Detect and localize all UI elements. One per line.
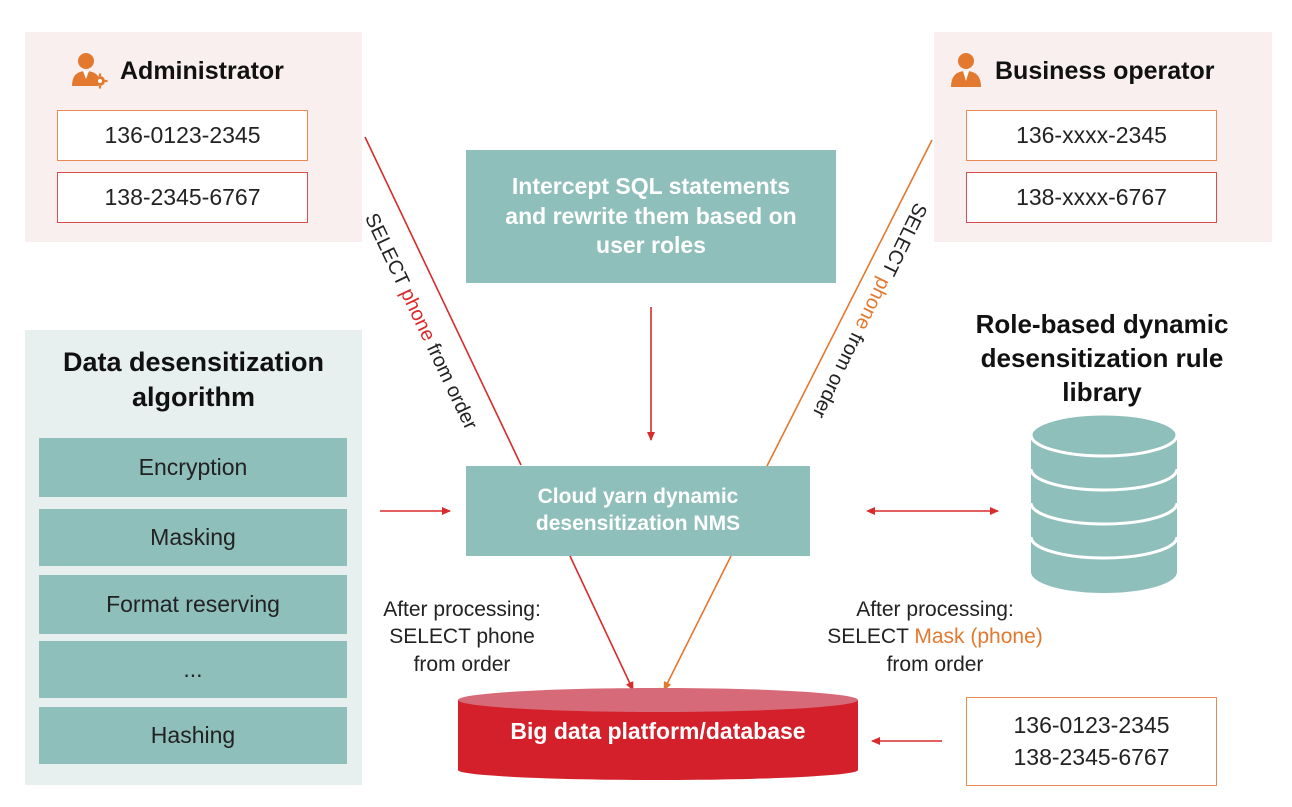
rule-library-database-icon <box>1029 412 1179 593</box>
after-processing-right: After processing: SELECT Mask (phone) fr… <box>827 598 1043 676</box>
algorithm-item-format-reserving: Format reserving <box>39 575 347 634</box>
algorithm-title: Data desensitization algorithm <box>62 347 325 413</box>
admin-phone-1: 136-0123-2345 <box>57 110 308 161</box>
operator-query-line <box>766 139 933 467</box>
database-phone-1: 136-0123-2345 <box>1013 712 1170 739</box>
nms-to-db-red-arrow <box>569 555 634 691</box>
database-phone-2: 138-2345-6767 <box>1013 743 1170 770</box>
admin-query-line <box>364 136 522 466</box>
business-operator-title: Business operator <box>995 56 1215 85</box>
admin-phone-2: 138-2345-6767 <box>57 172 308 223</box>
algorithm-item-hashing: Hashing <box>39 707 347 764</box>
intercept-sql-box: Intercept SQL statements and rewrite the… <box>466 150 836 283</box>
algorithm-item-masking: Masking <box>39 509 347 566</box>
operator-phone-2: 138-xxxx-6767 <box>966 172 1217 223</box>
nms-to-db-orange-arrow <box>663 555 732 691</box>
after-processing-left: After processing: SELECT phone from orde… <box>383 598 541 676</box>
database-label: Big data platform/database <box>510 718 806 744</box>
administrator-title: Administrator <box>120 56 284 85</box>
admin-user-gear-icon <box>72 53 108 89</box>
algorithm-item-encryption: Encryption <box>39 438 347 497</box>
rule-library-title: Role-based dynamic desensitization rule … <box>975 309 1229 407</box>
big-data-database-cylinder <box>458 688 858 780</box>
operator-phone-1: 136-xxxx-2345 <box>966 110 1217 161</box>
nms-box: Cloud yarn dynamic desensitization NMS <box>466 466 810 556</box>
database-phones-box: 136-0123-2345 138-2345-6767 <box>966 697 1217 786</box>
business-operator-header: Business operator <box>949 52 1215 90</box>
administrator-header: Administrator <box>70 52 284 90</box>
algorithm-item-ellipsis: ... <box>39 641 347 698</box>
business-user-icon <box>951 53 981 87</box>
